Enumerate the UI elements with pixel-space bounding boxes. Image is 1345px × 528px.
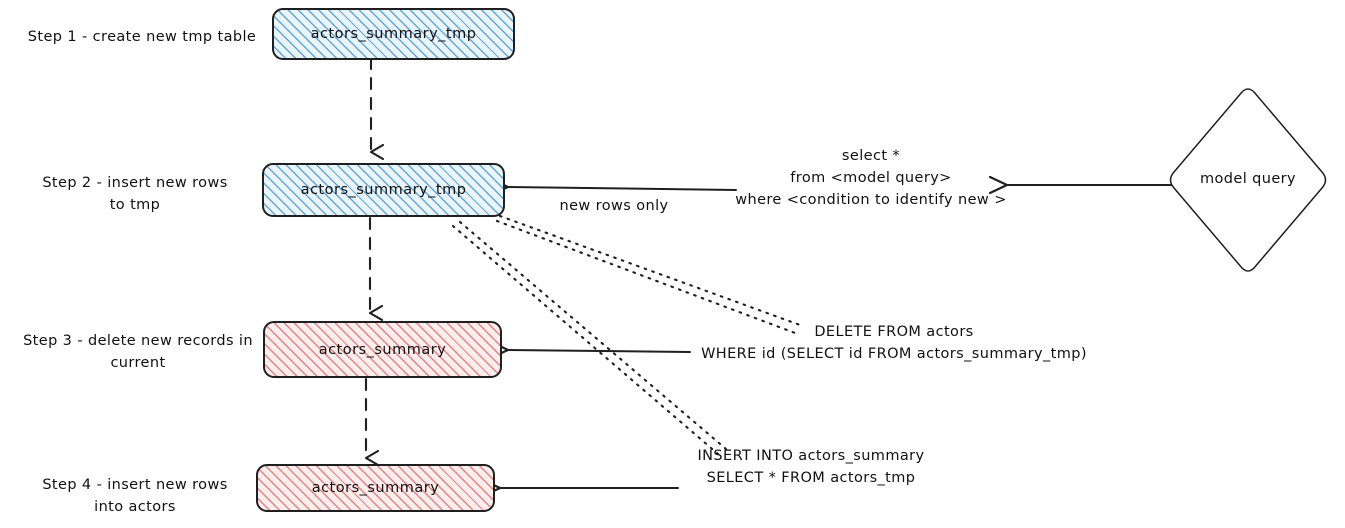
annotation-new-rows-only: new rows only: [559, 198, 669, 214]
leader-step2-to-deletesql: [495, 214, 802, 335]
table-node-label: actors_summary: [318, 341, 447, 358]
table-node-label: actors_summary_tmp: [300, 182, 467, 198]
table-node-label: actors_summary_tmp: [310, 26, 477, 42]
table-node-actors-summary-2[interactable]: actors_summary: [256, 464, 495, 512]
annotation-insert-sql: INSERT INTO actors_summary SELECT * FROM…: [697, 448, 925, 486]
table-node-actors-summary-tmp-2[interactable]: actors_summary_tmp: [262, 163, 505, 217]
table-node-label: actors_summary: [311, 480, 440, 496]
step-label-4: Step 4 - insert new rows into actors: [42, 477, 228, 516]
diamond-label-model-query: model query: [1199, 171, 1297, 187]
table-node-actors-summary-tmp-1[interactable]: actors_summary_tmp: [272, 8, 515, 60]
annotation-delete-sql: DELETE FROM actors WHERE id (SELECT id F…: [701, 324, 1087, 362]
step-label-1: Step 1 - create new tmp table: [27, 29, 257, 45]
table-node-actors-summary-1[interactable]: actors_summary: [263, 321, 502, 378]
step-label-3: Step 3 - delete new records in current: [23, 333, 253, 372]
annotation-model-query-sql: select * from <model query> where <condi…: [735, 148, 1007, 208]
edge-deletesql-to-step3: [508, 350, 691, 352]
step-label-2: Step 2 - insert new rows to tmp: [42, 175, 228, 214]
edge-modelsql-to-step2: [508, 187, 737, 190]
